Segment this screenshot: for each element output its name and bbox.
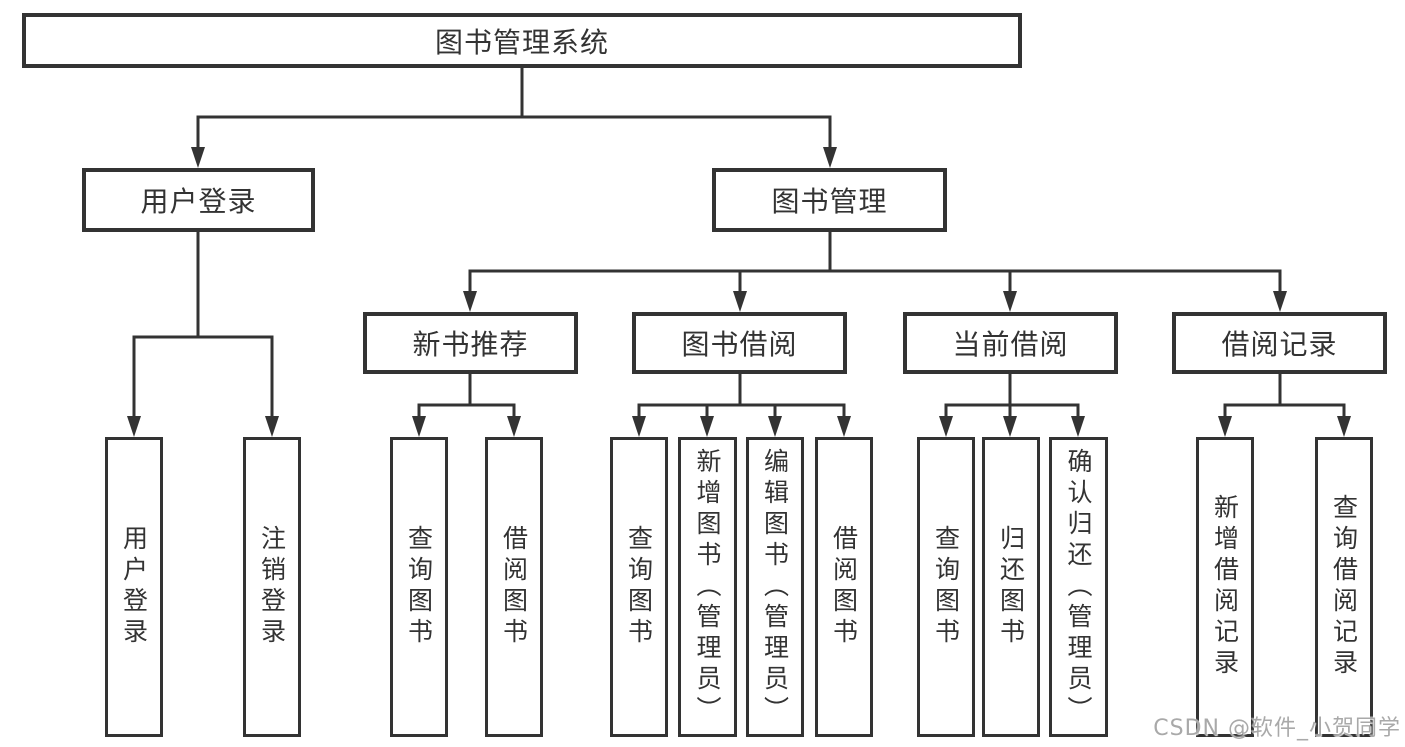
node-query-books-recommend: 查询图书 <box>390 437 448 737</box>
node-book-borrowing: 图书借阅 <box>632 312 847 374</box>
node-confirm-return-admin: 确认归还（管理员） <box>1049 437 1108 737</box>
node-library-management-system: 图书管理系统 <box>22 13 1022 68</box>
node-borrow-books-recommend: 借阅图书 <box>485 437 543 737</box>
node-query-borrow-record: 查询借阅记录 <box>1315 437 1373 737</box>
csdn-watermark: CSDN @软件_小贺同学 <box>1153 716 1401 741</box>
node-current-borrowing: 当前借阅 <box>903 312 1118 374</box>
node-new-book-recommendation: 新书推荐 <box>363 312 578 374</box>
node-add-books-admin: 新增图书（管理员） <box>678 437 737 737</box>
node-borrowing-records: 借阅记录 <box>1172 312 1387 374</box>
node-edit-books-admin: 编辑图书（管理员） <box>746 437 804 737</box>
node-query-books-current: 查询图书 <box>917 437 975 737</box>
node-book-management: 图书管理 <box>712 168 947 232</box>
node-add-borrow-record: 新增借阅记录 <box>1196 437 1254 737</box>
node-user-login: 用户登录 <box>105 437 163 737</box>
node-logout: 注销登录 <box>243 437 301 737</box>
node-return-books: 归还图书 <box>982 437 1040 737</box>
node-user-login-group: 用户登录 <box>82 168 315 232</box>
node-borrow-books-borrowing: 借阅图书 <box>815 437 873 737</box>
node-query-books-borrowing: 查询图书 <box>610 437 668 737</box>
arrowhead-icons <box>127 147 1351 437</box>
connector-lines <box>132 68 1346 419</box>
